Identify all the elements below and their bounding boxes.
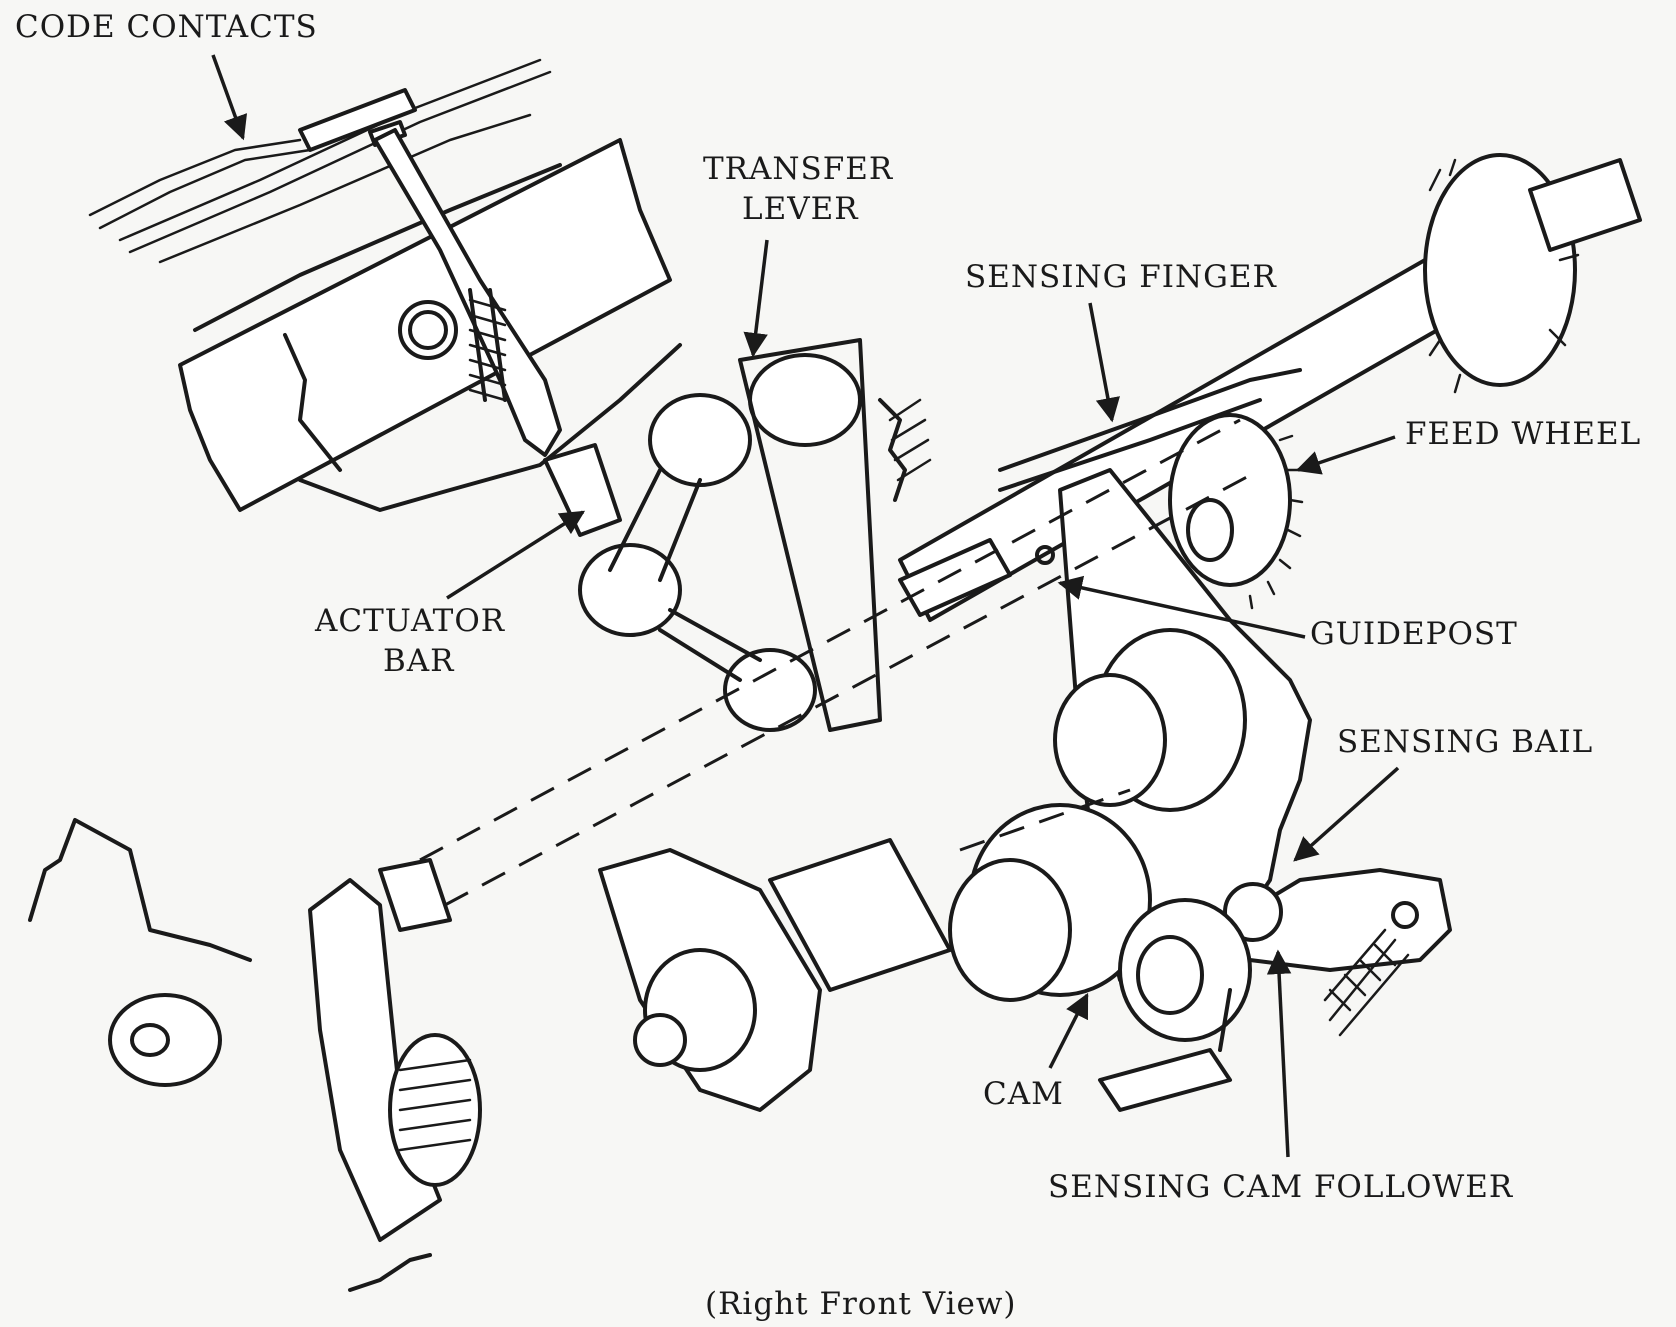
label-sensing-finger: SENSING FINGER xyxy=(965,259,1277,295)
sensing-bail-drawing xyxy=(1053,468,1452,982)
leader-arrows xyxy=(211,54,1400,1158)
lower-left-parts-drawing xyxy=(28,818,482,1292)
label-feed-wheel: FEED WHEEL xyxy=(1405,416,1642,452)
feed-wheel-drawing xyxy=(1168,413,1304,610)
label-transfer-lever-line2: LEVER xyxy=(742,191,859,227)
label-cam: CAM xyxy=(983,1076,1064,1112)
code-contacts-drawing xyxy=(88,58,552,264)
label-code-contacts: CODE CONTACTS xyxy=(15,9,318,45)
actuator-bar-drawing xyxy=(373,128,622,537)
housing-bar-drawing xyxy=(178,138,682,512)
gear-drawing xyxy=(1423,153,1642,394)
label-guide-post: GUIDEPOST xyxy=(1310,616,1518,652)
label-transfer-lever-line1: TRANSFER xyxy=(703,151,894,187)
lower-shaft-drawing xyxy=(598,838,952,1112)
transfer-lever-drawing xyxy=(578,338,932,732)
label-actuator-bar-line2: BAR xyxy=(383,643,455,679)
spring-drawing xyxy=(1323,928,1410,1037)
label-actuator-bar-line1: ACTUATOR xyxy=(315,603,506,639)
cam-drawing xyxy=(948,803,1252,1112)
label-sensing-bail: SENSING BAIL xyxy=(1337,724,1594,760)
alignment-lines xyxy=(419,418,1261,907)
figure-caption: (Right Front View) xyxy=(705,1286,1017,1322)
label-sensing-cam-follower: SENSING CAM FOLLOWER xyxy=(1048,1169,1514,1205)
